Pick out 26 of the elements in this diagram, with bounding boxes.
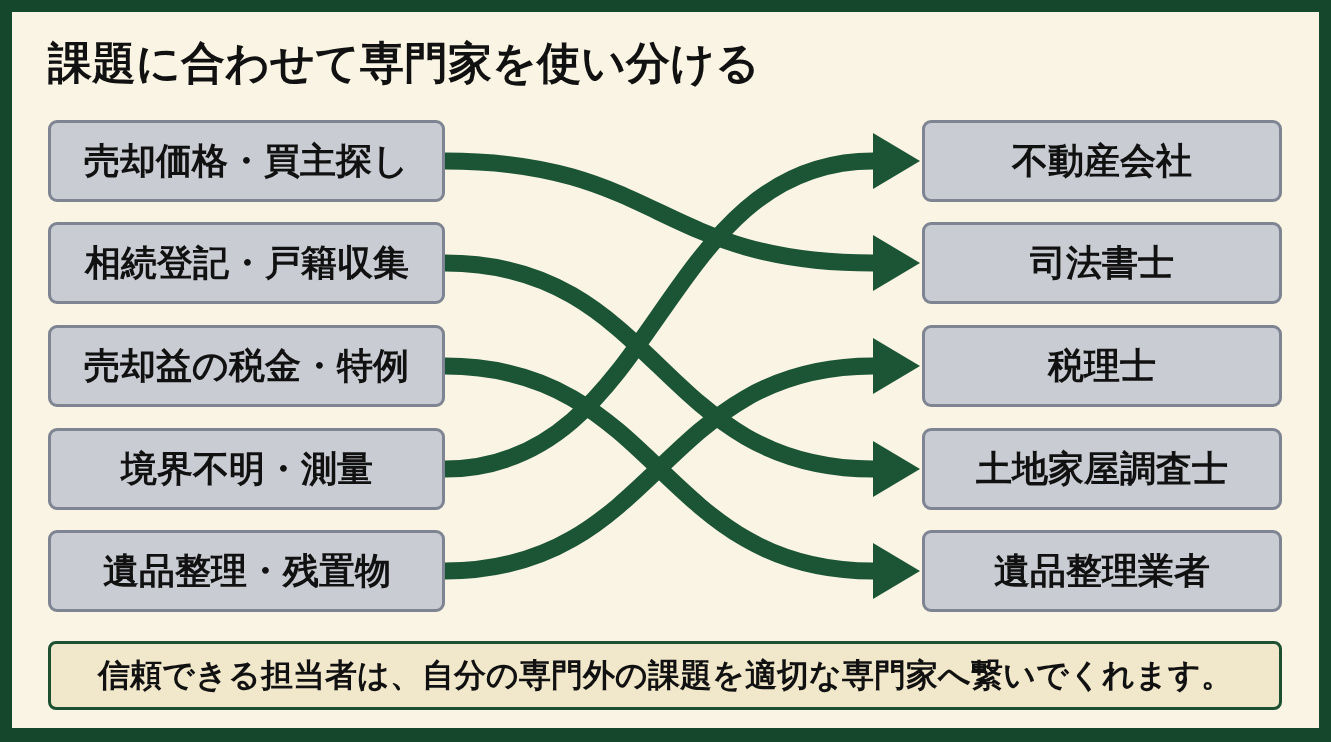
expert-box xyxy=(922,222,1282,304)
expert-label: 税理士 xyxy=(1048,344,1156,388)
issue-label: 境界不明・測量 xyxy=(120,447,373,491)
note-box xyxy=(48,641,1282,710)
expert-box xyxy=(922,325,1282,407)
diagram-title: 課題に合わせて専門家を使い分ける xyxy=(48,38,760,89)
issue-label: 遺品整理・残置物 xyxy=(102,549,391,593)
expert-label: 遺品整理業者 xyxy=(994,549,1210,593)
expert-box xyxy=(922,428,1282,510)
expert-box xyxy=(922,120,1282,202)
issue-box xyxy=(48,222,445,304)
expert-box xyxy=(922,530,1282,612)
issue-label: 売却価格・買主探し xyxy=(84,139,409,183)
issue-label: 売却益の税金・特例 xyxy=(84,344,409,388)
arrow xyxy=(443,133,920,478)
issue-box xyxy=(48,530,445,612)
expert-label: 司法書士 xyxy=(1030,241,1174,285)
issue-box xyxy=(48,120,445,202)
note-text: 信頼できる担当者は、自分の専門外の課題を適切な専門家へ繋いでくれます。 xyxy=(97,656,1233,695)
expert-label: 土地家屋調査士 xyxy=(976,447,1228,491)
issue-label: 相続登記・戸籍収集 xyxy=(84,241,409,285)
issue-box xyxy=(48,428,445,510)
issue-box xyxy=(48,325,445,407)
arrow xyxy=(444,152,920,291)
arrow xyxy=(444,254,920,497)
expert-label: 不動産会社 xyxy=(1012,139,1192,183)
